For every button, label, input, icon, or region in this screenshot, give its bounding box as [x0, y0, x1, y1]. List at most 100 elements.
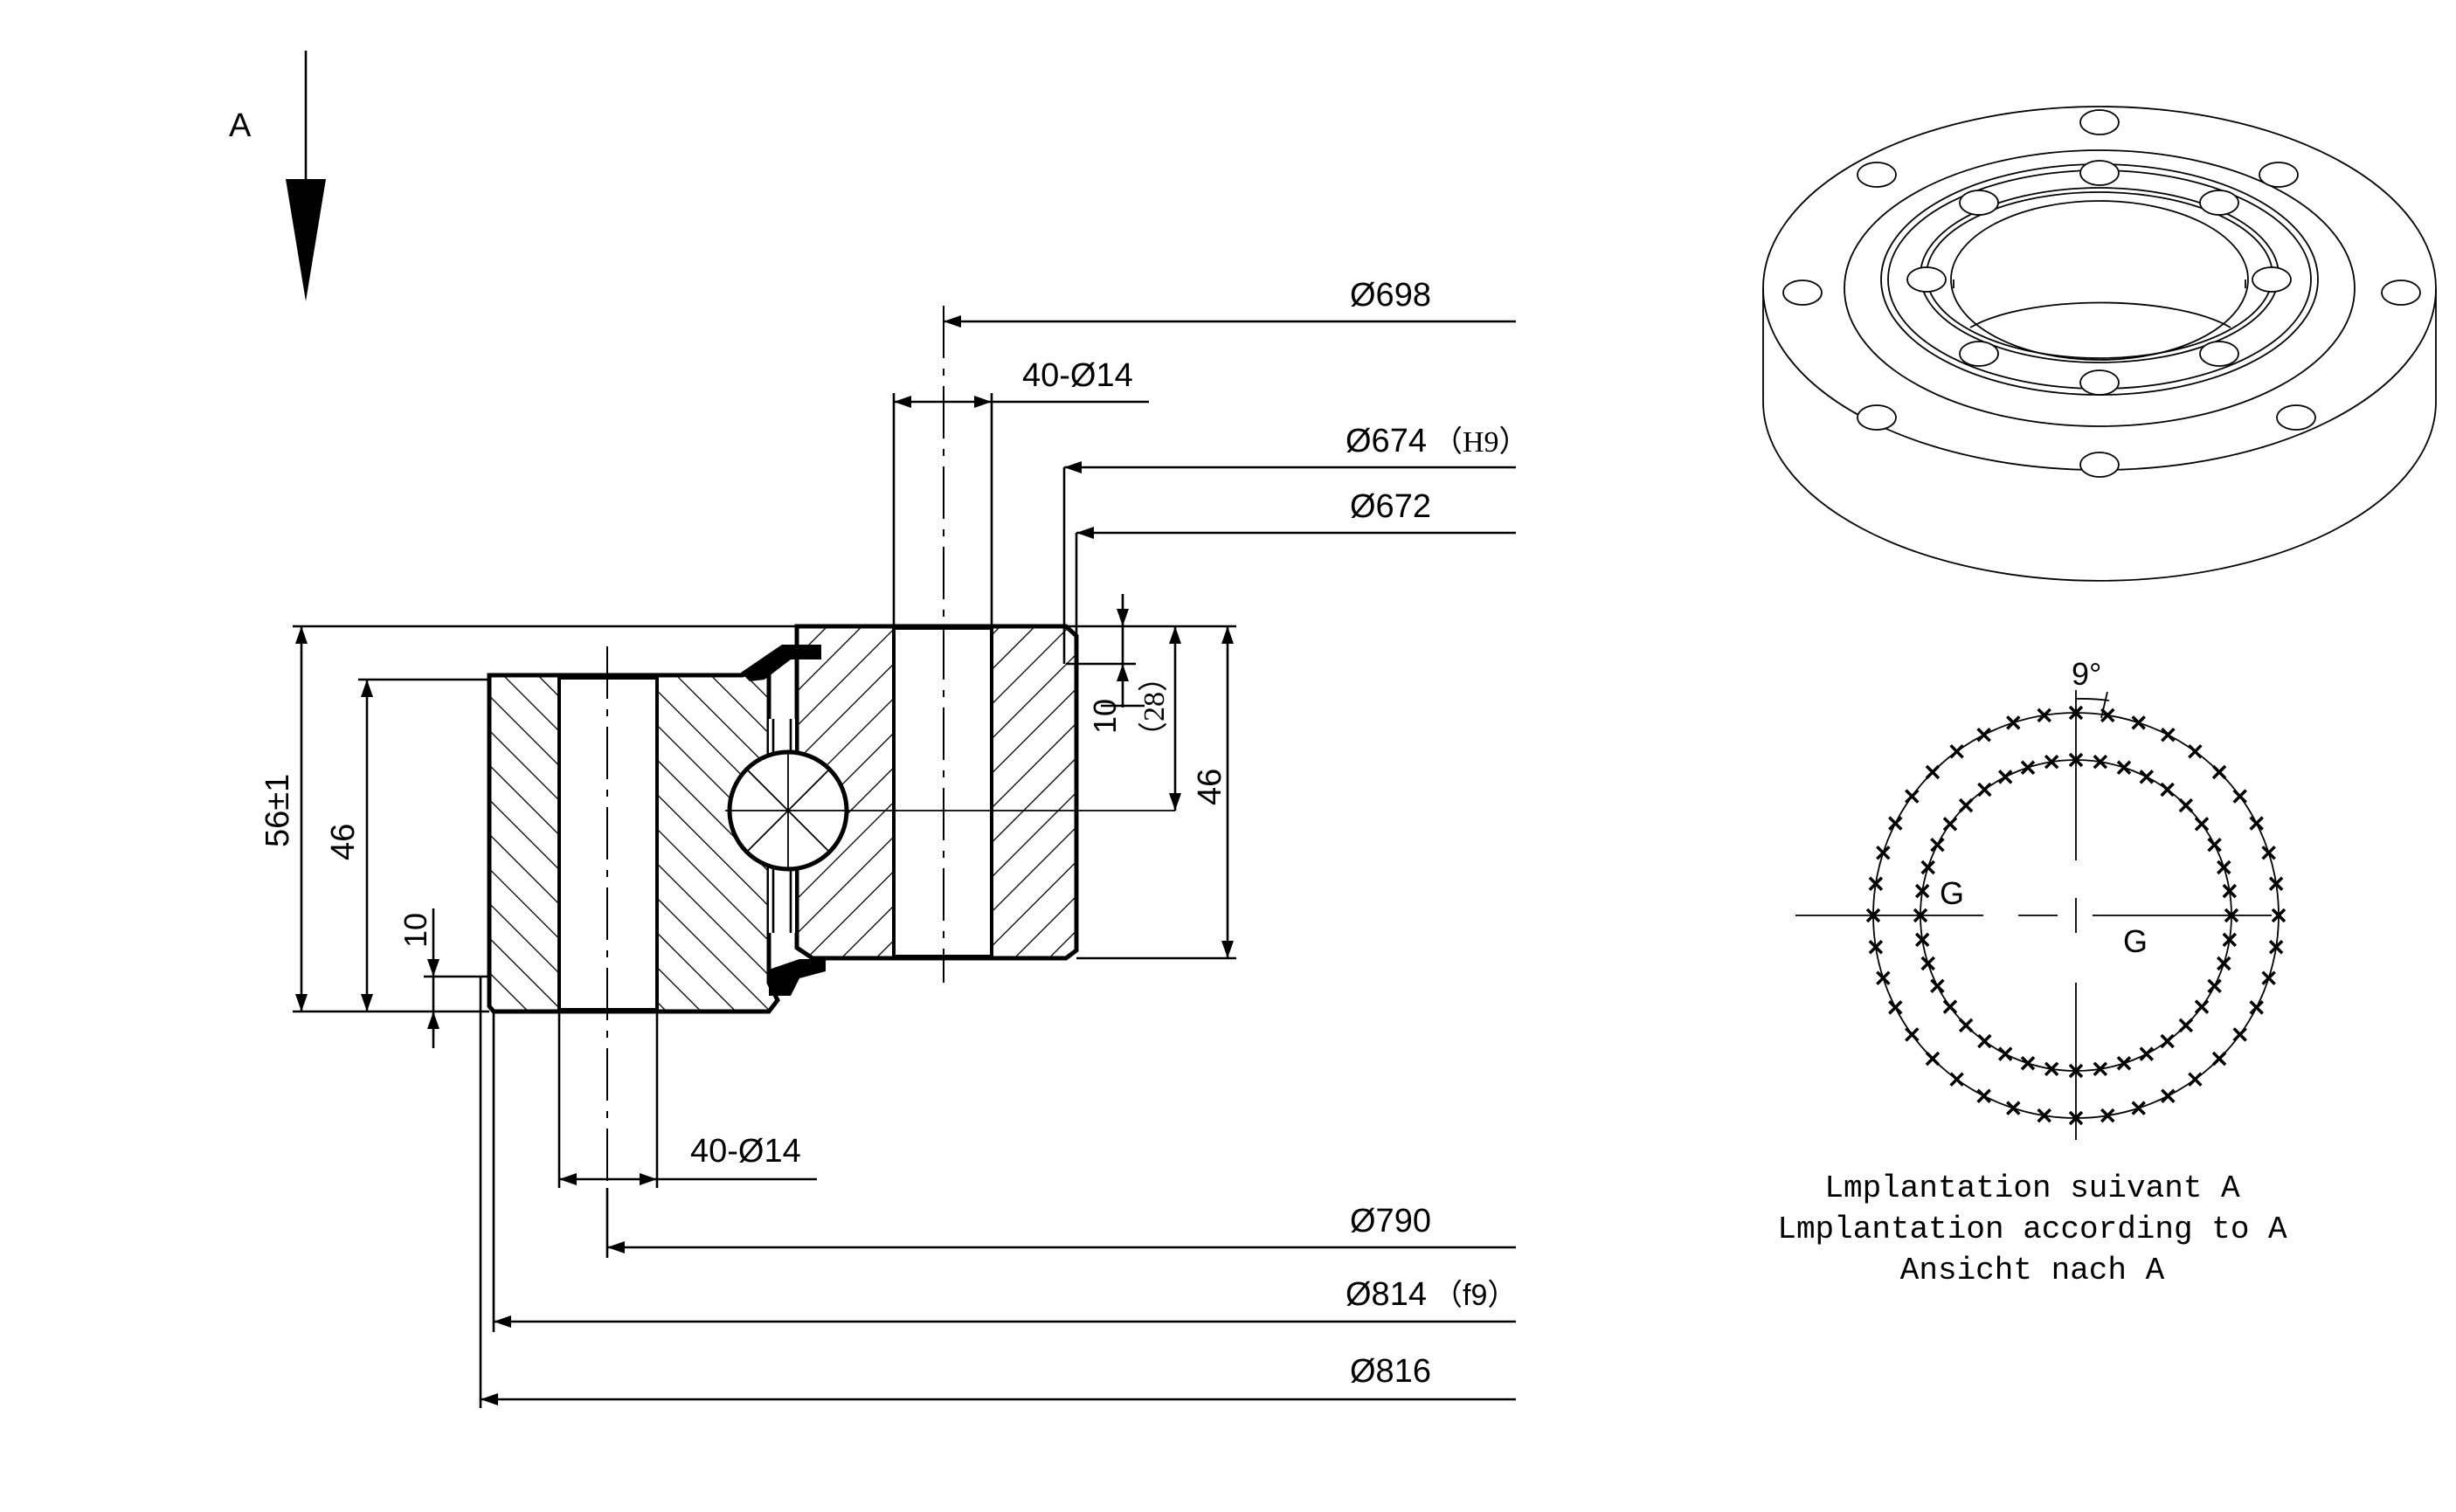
inner-bolt-hole-mark: [1942, 999, 1958, 1014]
inner-bolt-hole-mark: [2116, 760, 2132, 775]
inner-bolt-hole-mark: [2160, 1033, 2175, 1049]
dim-h46-right: 46: [1192, 769, 1228, 805]
rolling-ball: [725, 749, 1175, 872]
outer-bolt-hole-mark: [2232, 789, 2247, 804]
inner-bolt-hole-mark: [1914, 932, 1930, 948]
inner-bolt-hole-mark: [2222, 883, 2238, 899]
outer-bolt-hole-mark: [1949, 1072, 1964, 1087]
outer-bolt-hole-mark: [2261, 970, 2276, 985]
dimensions-left: 56±1 46 10: [259, 626, 489, 1048]
outer-bolt-hole-mark: [2131, 1101, 2146, 1115]
inner-bolt-hole-mark: [2194, 999, 2210, 1014]
outer-bolt-hole-mark: [1905, 1027, 1920, 1042]
dim-holes-bottom: 40-Ø14: [690, 1133, 801, 1170]
inner-bolt-hole-mark: [2194, 817, 2210, 832]
outer-bolt-hole-mark: [2268, 876, 2284, 891]
dim-d698: Ø698: [1350, 277, 1431, 314]
dim-h28: （28）: [1138, 662, 1171, 751]
view-arrow: A: [229, 51, 326, 301]
inner-bolt-hole-mark: [2093, 754, 2108, 770]
dim-h10-right: 10: [1087, 699, 1123, 734]
outer-bolt-hole-mark: [1876, 846, 1891, 860]
dim-h10-left: 10: [398, 913, 433, 948]
inner-bolt-hole-mark: [2222, 932, 2238, 948]
inner-bolt-hole-mark: [1958, 1018, 1974, 1033]
inner-bolt-hole-mark: [2178, 797, 2194, 813]
inner-bolt-hole-mark: [1920, 860, 1935, 875]
outer-bolt-hole-mark: [2037, 708, 2051, 723]
bearing-section: [487, 306, 1175, 1214]
outer-bolt-hole-mark: [2131, 715, 2146, 730]
outer-bolt-hole-mark: [2188, 1072, 2203, 1087]
dim-d790: Ø790: [1350, 1203, 1431, 1239]
inner-bolt-hole-mark: [2093, 1061, 2108, 1077]
outer-bolt-hole-mark: [1925, 1051, 1941, 1067]
inner-bolt-hole-mark: [2217, 860, 2231, 875]
inner-bolt-hole-mark: [2068, 752, 2084, 768]
outer-bolt-hole-mark: [2100, 708, 2115, 723]
outer-bolt-hole-mark: [1868, 940, 1884, 955]
inner-bolt-hole-mark: [2217, 956, 2231, 971]
inner-bolt-hole-mark: [2207, 978, 2222, 994]
bolt-hole-marks: [1865, 705, 2287, 1126]
inner-bolt-hole-mark: [1913, 908, 1928, 923]
inner-bolt-hole-mark: [1977, 782, 1992, 797]
outer-bolt-hole-mark: [2249, 1000, 2264, 1015]
inner-bolt-hole-mark: [1977, 1033, 1992, 1049]
dim-holes-top: 40-Ø14: [1022, 357, 1133, 394]
inner-bolt-hole-mark: [2160, 782, 2175, 797]
layout-caption-line-3: Ansicht nach A: [1900, 1253, 2165, 1288]
inner-bolt-hole-mark: [2139, 1046, 2155, 1061]
outer-bolt-hole-mark: [2188, 744, 2203, 759]
inner-bolt-hole-mark: [2178, 1018, 2194, 1033]
inner-bolt-hole-mark: [1930, 837, 1945, 853]
dim-d674-tol: （H9）: [1433, 425, 1529, 459]
outer-bolt-hole-mark: [1868, 876, 1884, 891]
outer-bolt-hole-mark: [2261, 846, 2276, 860]
outer-bolt-hole-mark: [1888, 1000, 1903, 1015]
lower-seal: [769, 959, 826, 996]
outer-bolt-hole-mark: [2211, 764, 2227, 780]
inner-bolt-hole-mark: [2020, 760, 2036, 775]
layout-angle: 9°: [2072, 656, 2101, 692]
inner-bolt-hole-mark: [1930, 978, 1945, 994]
inner-bolt-hole-mark: [2020, 1056, 2036, 1071]
layout-gear-right: G: [2123, 923, 2148, 959]
inner-bolt-hole-mark: [2224, 908, 2239, 923]
dim-d672: Ø672: [1350, 488, 1431, 525]
outer-bolt-hole-mark: [1865, 908, 1881, 923]
outer-bolt-hole-mark: [1888, 816, 1903, 831]
outer-bolt-hole-mark: [2006, 1101, 2021, 1115]
inner-bolt-hole-mark: [2116, 1056, 2132, 1071]
inner-bolt-hole-mark: [2139, 770, 2155, 784]
outer-bolt-hole-mark: [1976, 1088, 1991, 1103]
outer-bolt-hole-mark: [1949, 744, 1964, 759]
outer-bolt-hole-mark: [1905, 789, 1920, 804]
inner-bolt-hole-mark: [1942, 817, 1958, 832]
inner-bolt-hole-mark: [2207, 837, 2222, 853]
bearing-3d-view: [1762, 106, 2437, 582]
inner-bolt-hole-mark: [1958, 797, 1974, 813]
outer-bolt-hole-mark: [2161, 728, 2176, 742]
inner-bolt-hole-mark: [1997, 770, 2013, 784]
outer-bolt-hole-mark: [2161, 1088, 2176, 1103]
dim-h56: 56±1: [259, 774, 296, 847]
outer-bolt-hole-mark: [1876, 970, 1891, 985]
upper-seal: [741, 645, 821, 681]
dim-d816: Ø816: [1350, 1353, 1431, 1390]
outer-bolt-hole-mark: [2068, 705, 2084, 721]
outer-bolt-hole-mark: [1925, 764, 1941, 780]
outer-bolt-hole-mark: [2006, 715, 2021, 730]
view-arrow-label: A: [229, 107, 252, 144]
dim-d814-tol: （f9）: [1433, 1279, 1517, 1312]
layout-caption-line-2: Lmplantation according to A: [1777, 1212, 2287, 1247]
dim-d674: Ø674: [1346, 423, 1427, 459]
inner-bolt-hole-mark: [2044, 1061, 2059, 1077]
layout-caption-line-1: Lmplantation suivant A: [1824, 1170, 2240, 1206]
outer-bolt-hole-mark: [2249, 816, 2264, 831]
dim-h46-left: 46: [325, 824, 362, 860]
inner-bolt-hole-mark: [1914, 883, 1930, 899]
outer-bolt-hole-mark: [2037, 1108, 2051, 1123]
dimensions-bottom: 40-Ø14 Ø790 Ø814 （f9） Ø816: [479, 977, 1517, 1408]
